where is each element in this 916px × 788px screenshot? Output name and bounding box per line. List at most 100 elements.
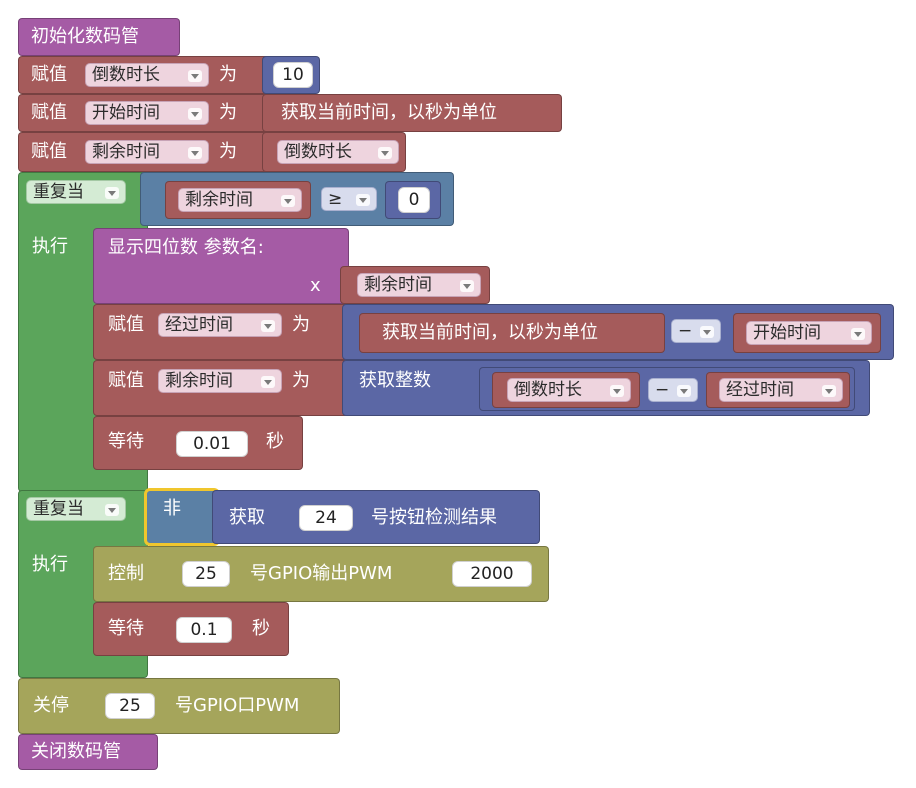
repeat-while-dropdown[interactable]: 重复当	[26, 497, 126, 521]
chevron-down-icon	[378, 147, 392, 159]
init-display-label: 初始化数码管	[31, 26, 139, 47]
dropdown-label: 经过时间	[165, 315, 233, 335]
assign-label: 赋值	[31, 64, 67, 85]
dropdown-label: 开始时间	[92, 103, 160, 123]
assign-elapsed-block[interactable]: 赋值 经过时间 为	[93, 304, 349, 360]
show-4digit-label: 显示四位数 参数名:	[108, 237, 264, 258]
wait-label: 等待	[108, 431, 144, 452]
chevron-down-icon	[105, 504, 119, 516]
chevron-down-icon	[188, 147, 202, 159]
dropdown-label: 剩余时间	[92, 142, 160, 162]
dropdown-label: −	[655, 380, 670, 400]
start-var-dropdown[interactable]: 开始时间	[746, 321, 872, 345]
chevron-down-icon	[261, 320, 275, 332]
dropdown-label: 剩余时间	[165, 371, 233, 391]
variable-get-block[interactable]: 倒数时长	[262, 132, 406, 172]
as-label: 为	[292, 370, 310, 391]
dropdown-label: 开始时间	[753, 323, 821, 343]
chevron-down-icon	[700, 326, 714, 338]
chevron-down-icon	[677, 385, 691, 397]
as-label: 为	[219, 64, 237, 85]
init-display-block[interactable]: 初始化数码管	[18, 18, 180, 56]
chevron-down-icon	[460, 280, 474, 292]
dropdown-label: 倒数时长	[284, 142, 352, 162]
dropdown-label: 重复当	[33, 499, 84, 519]
close-display-block[interactable]: 关闭数码管	[18, 734, 158, 770]
wait-label: 等待	[108, 618, 144, 639]
seconds-label: 秒	[266, 431, 284, 452]
compare-operator-dropdown[interactable]: ≥	[321, 187, 377, 211]
gpio-pwm-output-block[interactable]: 控制 25 号GPIO输出PWM 2000	[93, 546, 549, 602]
do-label: 执行	[32, 554, 68, 575]
stop-pin-input[interactable]: 25	[105, 693, 155, 719]
countdown-var-dropdown[interactable]: 倒数时长	[277, 140, 399, 164]
chevron-down-icon	[188, 70, 202, 82]
wait-value-input[interactable]: 0.01	[176, 431, 248, 457]
assign-start-block[interactable]: 赋值 开始时间 为	[18, 94, 270, 132]
as-label: 为	[219, 141, 237, 162]
subtract-block[interactable]: 倒数时长 − 经过时间	[479, 367, 855, 411]
minus-operator-dropdown[interactable]: −	[648, 378, 698, 402]
variable-get-block[interactable]: 剩余时间	[340, 266, 490, 304]
control-label: 控制	[108, 563, 144, 584]
zero-value-input[interactable]: 0	[398, 187, 430, 213]
show-four-digit-block[interactable]: 显示四位数 参数名: x	[93, 228, 349, 304]
repeat-while-dropdown[interactable]: 重复当	[26, 180, 126, 204]
chevron-down-icon	[281, 195, 295, 207]
remaining-var-dropdown[interactable]: 剩余时间	[85, 140, 209, 164]
get-time-label: 获取当前时间，以秒为单位	[281, 102, 497, 123]
chevron-down-icon	[851, 328, 865, 340]
countdown-var-dropdown[interactable]: 倒数时长	[507, 378, 631, 402]
chevron-down-icon	[188, 108, 202, 120]
get-button-result-block[interactable]: 获取 24 号按钮检测结果	[212, 490, 540, 544]
dropdown-label: −	[678, 321, 693, 341]
number-block[interactable]: 0	[385, 181, 441, 219]
variable-get-block[interactable]: 剩余时间	[165, 181, 311, 219]
gpio-port-pwm-label: 号GPIO口PWM	[175, 695, 300, 716]
dropdown-label: 经过时间	[726, 380, 794, 400]
as-label: 为	[292, 314, 310, 335]
assign-remaining-int-block[interactable]: 赋值 剩余时间 为	[93, 360, 349, 416]
start-var-dropdown[interactable]: 开始时间	[85, 101, 209, 125]
get-current-time-block[interactable]: 获取当前时间，以秒为单位	[359, 313, 665, 353]
gpio-pwm-stop-block[interactable]: 关停 25 号GPIO口PWM	[18, 678, 340, 734]
remaining-var-dropdown[interactable]: 剩余时间	[158, 369, 282, 393]
variable-get-block[interactable]: 倒数时长	[492, 372, 640, 408]
number-block[interactable]: 0.01	[166, 425, 256, 463]
remaining-var-dropdown[interactable]: 剩余时间	[357, 273, 481, 297]
as-label: 为	[219, 102, 237, 123]
variable-get-block[interactable]: 经过时间	[706, 372, 850, 408]
elapsed-var-dropdown[interactable]: 经过时间	[158, 313, 282, 337]
number-block[interactable]: 10	[262, 56, 320, 94]
get-integer-block[interactable]: 获取整数 倒数时长 − 经过时间	[342, 360, 870, 416]
not-block[interactable]: 非	[146, 490, 218, 544]
assign-remaining-block[interactable]: 赋值 剩余时间 为	[18, 132, 270, 172]
dropdown-label: 倒数时长	[92, 65, 160, 85]
dropdown-label: 倒数时长	[514, 380, 582, 400]
assign-label: 赋值	[108, 314, 144, 335]
wait-block[interactable]: 等待 0.1 秒	[93, 602, 289, 656]
gpio-pwm-out-label: 号GPIO输出PWM	[250, 563, 393, 584]
countdown-var-dropdown[interactable]: 倒数时长	[85, 63, 209, 87]
pwm-value-input[interactable]: 2000	[452, 561, 532, 587]
wait-value-input[interactable]: 0.1	[176, 617, 232, 643]
chevron-down-icon	[822, 385, 836, 397]
param-x-label: x	[310, 275, 321, 296]
seconds-label: 秒	[252, 618, 270, 639]
variable-get-block[interactable]: 开始时间	[733, 313, 881, 353]
elapsed-var-dropdown[interactable]: 经过时间	[719, 378, 843, 402]
button-pin-input[interactable]: 24	[299, 505, 353, 531]
remaining-var-dropdown[interactable]: 剩余时间	[178, 188, 302, 212]
minus-operator-dropdown[interactable]: −	[671, 319, 721, 343]
close-display-label: 关闭数码管	[31, 741, 121, 762]
not-label: 非	[163, 498, 181, 519]
subtract-block[interactable]: 获取当前时间，以秒为单位 − 开始时间	[342, 304, 894, 360]
stop-label: 关停	[33, 695, 69, 716]
compare-block[interactable]: 剩余时间 ≥ 0	[140, 172, 454, 226]
pwm-pin-input[interactable]: 25	[182, 561, 230, 587]
get-time-label: 获取当前时间，以秒为单位	[382, 322, 598, 343]
assign-countdown-block[interactable]: 赋值 倒数时长 为	[18, 56, 270, 94]
get-current-time-block[interactable]: 获取当前时间，以秒为单位	[262, 94, 562, 132]
duration-value-input[interactable]: 10	[273, 62, 313, 88]
wait-block[interactable]: 等待 0.01 秒	[93, 416, 303, 470]
